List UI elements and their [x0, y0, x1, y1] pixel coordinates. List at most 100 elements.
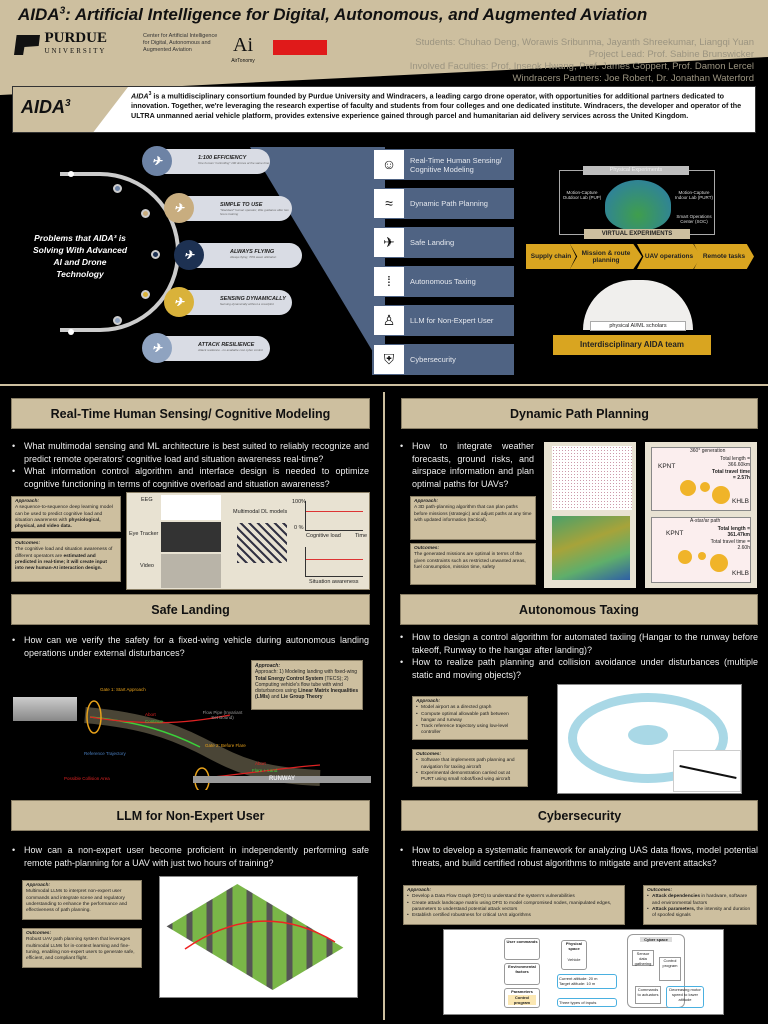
- gate1-label: Gate 1: Start Approach: [100, 687, 146, 692]
- topic-path-planning[interactable]: ≈Dynamic Path Planning: [372, 188, 514, 219]
- section-title-path: Dynamic Path Planning: [401, 398, 758, 429]
- scholars-label: physical AI/ML scholars: [590, 321, 686, 331]
- motor-note: Decreasing motor speed to lower altitude: [666, 986, 704, 1008]
- topic-taxing[interactable]: ⁞Autonomous Taxing: [372, 266, 514, 297]
- pct-label: 100%: [292, 499, 307, 505]
- weather-grid-figure: [544, 442, 636, 588]
- arc-dot: [141, 209, 150, 218]
- cyber-approach: Approach:Develop a Data Flow Graph (DFG)…: [403, 885, 625, 925]
- drone-icon: ✈: [164, 287, 194, 317]
- llm-approach: Approach:Multimodal LLMs to interpret no…: [22, 880, 142, 920]
- cyber-outcomes: Outcomes:Attack dependencies in hardware…: [643, 885, 757, 925]
- abort-label: Abort: [255, 761, 266, 766]
- taxi-outcomes: Outcomes:Software that implements path p…: [412, 749, 528, 787]
- obstacle: [678, 550, 692, 564]
- purt-label: Motion-Capture Indoor Lab (PURT): [675, 190, 713, 200]
- node-env-factors: Environmental factors: [504, 963, 540, 985]
- credits: Students: Chuhao Deng, Worawis Sribunma,…: [410, 37, 754, 85]
- llm-outcomes: Outcomes:Robust UAV path planning system…: [22, 928, 142, 968]
- chain-uav: UAV operations: [637, 244, 701, 269]
- node-sensor: Sensor data gathering: [632, 950, 654, 966]
- route-plot-1: 360° generation KPNT KHLB Total length =…: [651, 447, 751, 511]
- arc-dot: [151, 250, 160, 259]
- gate-1: [86, 700, 102, 734]
- problem-simple: ✈SIMPLE TO USE"Standard" human operator;…: [164, 193, 292, 223]
- arc-end-dot: [68, 171, 74, 177]
- problems-caption: Problems that AIDA³ is Solving With Adva…: [32, 233, 128, 279]
- column-divider: [383, 392, 385, 1020]
- question: How to integrate weather forecasts, grou…: [400, 440, 534, 490]
- pct-label: 0 %: [294, 525, 304, 531]
- inputs-note: Three types of inputs: [557, 998, 617, 1007]
- chain-supply: Supply chain: [526, 244, 576, 269]
- length-label: Total length = 366.60km: [720, 456, 750, 468]
- topic-cybersecurity[interactable]: ⛨Cybersecurity: [372, 344, 514, 375]
- time-label: Total travel time = 2.57h: [712, 469, 750, 481]
- topic-llm[interactable]: ♙LLM for Non-Expert User: [372, 305, 514, 336]
- arc-dot: [141, 290, 150, 299]
- flowpipe-label: Flow Pipe (Invariant Set Bound): [202, 710, 243, 720]
- question: How can we verify the safety for a fixed…: [12, 634, 369, 659]
- drone-icon: ✈: [174, 240, 204, 270]
- question: What multimodal sensing and ML architect…: [12, 440, 369, 465]
- taxi-approach: Approach:Model airport as a directed gra…: [412, 696, 528, 740]
- continue-label: Continue: [145, 719, 164, 724]
- wind-field-plot: [552, 446, 632, 510]
- llm-questions: How can a non-expert user become profici…: [12, 844, 369, 869]
- obstacle: [712, 486, 730, 504]
- question: How to design a control algorithm for au…: [400, 631, 758, 656]
- gate2-label: Gate 2: Before Flare: [205, 743, 246, 748]
- route-icon: ≈: [374, 189, 404, 218]
- khlb-label: KHLB: [732, 570, 749, 577]
- runway: RUNWAY: [193, 776, 371, 783]
- intro-box: AIDA3 AIDA3 is a multidisciplinary conso…: [12, 86, 756, 133]
- arc-end-dot: [68, 329, 74, 335]
- topic-sensing[interactable]: ☺Real-Time Human Sensing/ Cognitive Mode…: [372, 149, 514, 180]
- landing-icon: ✈: [374, 228, 404, 257]
- section-title-landing: Safe Landing: [11, 594, 370, 625]
- obstacle: [698, 552, 706, 560]
- graph-nodes: [568, 693, 728, 783]
- section-title-cyber: Cybersecurity: [401, 800, 758, 831]
- kpnt-label: KPNT: [658, 463, 676, 470]
- flight-path: [184, 920, 336, 950]
- collision-label: Possible Collision Area: [64, 776, 110, 781]
- taxi-questions: How to design a control algorithm for au…: [400, 631, 758, 681]
- plot-title: A-star/ar path: [690, 518, 721, 524]
- credit-faculties: Involved Faculties: Prof. Inseok Hwang, …: [409, 61, 754, 72]
- landing-diagram: [84, 700, 321, 790]
- kpnt-label: KPNT: [666, 530, 684, 537]
- soc-label: Smart Operations Center (SOC): [676, 214, 712, 224]
- obstacle: [710, 554, 728, 572]
- drone-icon: ✈: [164, 193, 194, 223]
- length-label: Total length = 361.47km: [717, 526, 750, 538]
- path-approach: Approach:A 3D path-planning algorithm th…: [410, 496, 536, 540]
- monitor-photo: [161, 522, 221, 552]
- section-title-sensing: Real-Time Human Sensing/ Cognitive Model…: [11, 398, 370, 429]
- intro-label: AIDA3: [13, 87, 128, 132]
- time-label: Total travel time = 2.60h: [710, 539, 750, 551]
- pup-label: Motion-Capture Outdoor Lab (PUP): [562, 190, 602, 200]
- sensing-outcomes: Outcomes:The cognitive load and situatio…: [11, 538, 121, 582]
- cognitive-load-plot: [305, 501, 363, 531]
- runway-icon: ⁞: [374, 267, 404, 296]
- cyber-space-box: Cyber space: [627, 934, 685, 1008]
- eeg-plot: [161, 495, 221, 520]
- khlb-label: KHLB: [732, 498, 749, 505]
- obstacle: [680, 480, 696, 496]
- virtual-experiments: VIRTUAL EXPERIMENTS: [584, 229, 690, 239]
- model-label: Multimodal DL models: [233, 509, 288, 515]
- topic-safe-landing[interactable]: ✈Safe Landing: [372, 227, 514, 258]
- sensing-figure: EEG Eye Tracker Video Multimodal DL mode…: [126, 492, 370, 590]
- eeg-label: EEG: [141, 497, 153, 503]
- arc-dot: [113, 184, 122, 193]
- heatmap-plot: [552, 516, 630, 580]
- teacher-icon: ♙: [374, 306, 404, 335]
- question: How can a non-expert user become profici…: [12, 844, 369, 869]
